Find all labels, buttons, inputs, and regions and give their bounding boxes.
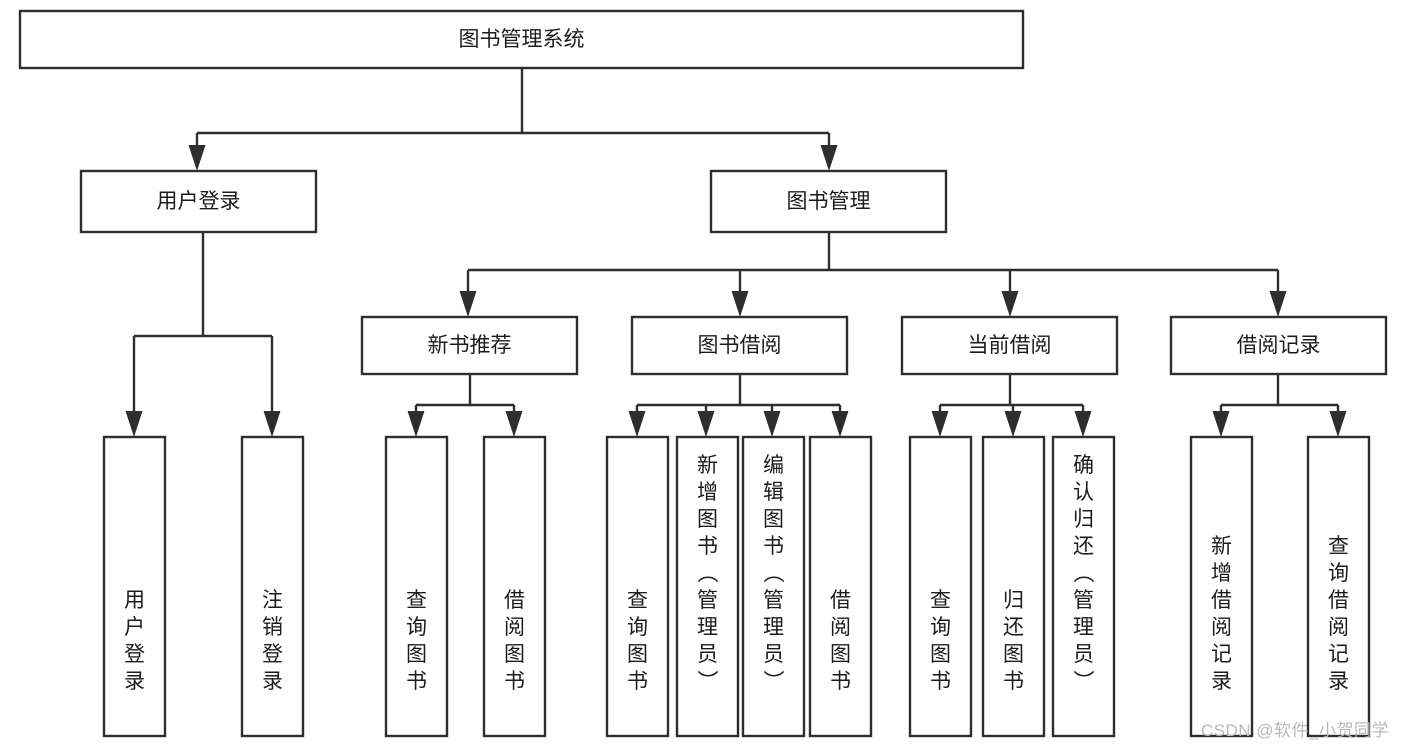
book-manage-drop-3-arrowhead	[1269, 291, 1287, 317]
node-user-login[interactable]: 用户登录	[79, 169, 318, 234]
user-login-drop-1-arrowhead	[263, 411, 281, 437]
node-book-borrow-box[interactable]	[630, 315, 849, 376]
node-borrow-record-label: 借阅记录	[1237, 334, 1321, 357]
node-leaf-user-logout-box[interactable]	[240, 435, 305, 738]
root-drop-0-arrowhead	[188, 145, 206, 171]
csdn-watermark: CSDN @软件_小贺同学	[1200, 721, 1389, 740]
node-leaf-user-login-box[interactable]	[102, 435, 167, 738]
node-leaf-recommend-borrow-book[interactable]: 借阅图书	[482, 435, 547, 738]
book-borrow-drop-3-arrowhead	[831, 411, 849, 437]
node-user-login-label: 用户登录	[157, 190, 241, 213]
current-borrow-drop-1-arrowhead	[1004, 411, 1022, 437]
node-leaf-recommend-borrow-book-label: 借阅图书	[504, 589, 525, 693]
node-leaf-borrow-borrow-book-box[interactable]	[808, 435, 873, 738]
new-book-recommend-drop-1-arrowhead	[505, 411, 523, 437]
node-leaf-borrow-add-book[interactable]: 新增图书（管理员）	[675, 435, 740, 738]
book-manage-drop-0-arrowhead	[459, 291, 477, 317]
node-leaf-user-logout[interactable]: 注销登录	[240, 435, 305, 738]
node-leaf-borrow-borrow-book-label: 借阅图书	[830, 589, 851, 693]
book-borrow-drop-0-arrowhead	[628, 411, 646, 437]
node-leaf-recommend-borrow-book-box[interactable]	[482, 435, 547, 738]
node-leaf-borrow-query-book[interactable]: 查询图书	[605, 435, 670, 738]
node-leaf-borrow-edit-book[interactable]: 编辑图书（管理员）	[741, 435, 806, 738]
node-leaf-current-return-book-label: 归还图书	[1003, 589, 1024, 693]
book-manage-drop-1-arrowhead	[731, 291, 749, 317]
node-leaf-user-login[interactable]: 用户登录	[102, 435, 167, 738]
node-root-label: 图书管理系统	[459, 28, 585, 51]
node-leaf-borrow-query-book-box[interactable]	[605, 435, 670, 738]
node-borrow-record-box[interactable]	[1169, 315, 1388, 376]
node-current-borrow[interactable]: 当前借阅	[900, 315, 1119, 376]
connector-layer	[125, 68, 1347, 437]
node-leaf-borrow-edit-book-box[interactable]	[741, 435, 806, 738]
node-leaf-record-add-box[interactable]	[1189, 435, 1254, 738]
node-leaf-current-return-book[interactable]: 归还图书	[981, 435, 1046, 738]
node-user-login-box[interactable]	[79, 169, 318, 234]
node-leaf-recommend-query-book-box[interactable]	[384, 435, 449, 738]
node-leaf-record-query-box[interactable]	[1306, 435, 1371, 738]
node-book-borrow-label: 图书借阅	[698, 334, 782, 357]
node-leaf-current-return-book-box[interactable]	[981, 435, 1046, 738]
node-leaf-record-add-label: 新增借阅记录	[1211, 535, 1232, 693]
node-leaf-user-login-label: 用户登录	[124, 589, 145, 693]
node-leaf-recommend-query-book-label: 查询图书	[406, 589, 427, 693]
node-book-manage[interactable]: 图书管理	[709, 169, 948, 234]
node-new-book-recommend-box[interactable]	[360, 315, 579, 376]
node-leaf-borrow-edit-book-label: 编辑图书（管理员）	[763, 454, 785, 693]
node-leaf-user-logout-label: 注销登录	[262, 589, 283, 693]
current-borrow-drop-2-arrowhead	[1074, 411, 1092, 437]
root-drop-1-arrowhead	[820, 145, 838, 171]
book-borrow-drop-1-arrowhead	[697, 411, 715, 437]
node-current-borrow-box[interactable]	[900, 315, 1119, 376]
node-leaf-current-confirm-return-box[interactable]	[1051, 435, 1116, 738]
node-leaf-borrow-query-book-label: 查询图书	[627, 589, 648, 693]
borrow-record-drop-0-arrowhead	[1212, 411, 1230, 437]
node-leaf-current-confirm-return[interactable]: 确认归还（管理员）	[1051, 435, 1116, 738]
node-layer: 图书管理系统用户登录图书管理新书推荐图书借阅当前借阅借阅记录用户登录注销登录查询…	[18, 9, 1388, 738]
node-leaf-borrow-borrow-book[interactable]: 借阅图书	[808, 435, 873, 738]
node-book-borrow[interactable]: 图书借阅	[630, 315, 849, 376]
book-borrow-drop-2-arrowhead	[763, 411, 781, 437]
node-new-book-recommend[interactable]: 新书推荐	[360, 315, 579, 376]
node-root-box[interactable]	[18, 9, 1025, 70]
node-book-manage-box[interactable]	[709, 169, 948, 234]
node-book-manage-label: 图书管理	[787, 190, 871, 213]
node-leaf-borrow-add-book-box[interactable]	[675, 435, 740, 738]
node-leaf-record-add[interactable]: 新增借阅记录	[1189, 435, 1254, 738]
node-borrow-record[interactable]: 借阅记录	[1169, 315, 1388, 376]
node-leaf-current-query-book-label: 查询图书	[930, 589, 951, 693]
node-new-book-recommend-label: 新书推荐	[428, 334, 512, 357]
current-borrow-drop-0-arrowhead	[931, 411, 949, 437]
node-leaf-recommend-query-book[interactable]: 查询图书	[384, 435, 449, 738]
node-leaf-current-query-book-box[interactable]	[908, 435, 973, 738]
node-leaf-borrow-add-book-label: 新增图书（管理员）	[697, 454, 719, 693]
node-current-borrow-label: 当前借阅	[968, 334, 1052, 357]
node-leaf-current-confirm-return-label: 确认归还（管理员）	[1073, 454, 1095, 693]
user-login-drop-0-arrowhead	[125, 411, 143, 437]
node-root[interactable]: 图书管理系统	[18, 9, 1025, 70]
node-leaf-current-query-book[interactable]: 查询图书	[908, 435, 973, 738]
node-leaf-record-query-label: 查询借阅记录	[1328, 535, 1349, 693]
node-leaf-record-query[interactable]: 查询借阅记录	[1306, 435, 1371, 738]
book-manage-drop-2-arrowhead	[1001, 291, 1019, 317]
borrow-record-drop-1-arrowhead	[1329, 411, 1347, 437]
new-book-recommend-drop-0-arrowhead	[407, 411, 425, 437]
